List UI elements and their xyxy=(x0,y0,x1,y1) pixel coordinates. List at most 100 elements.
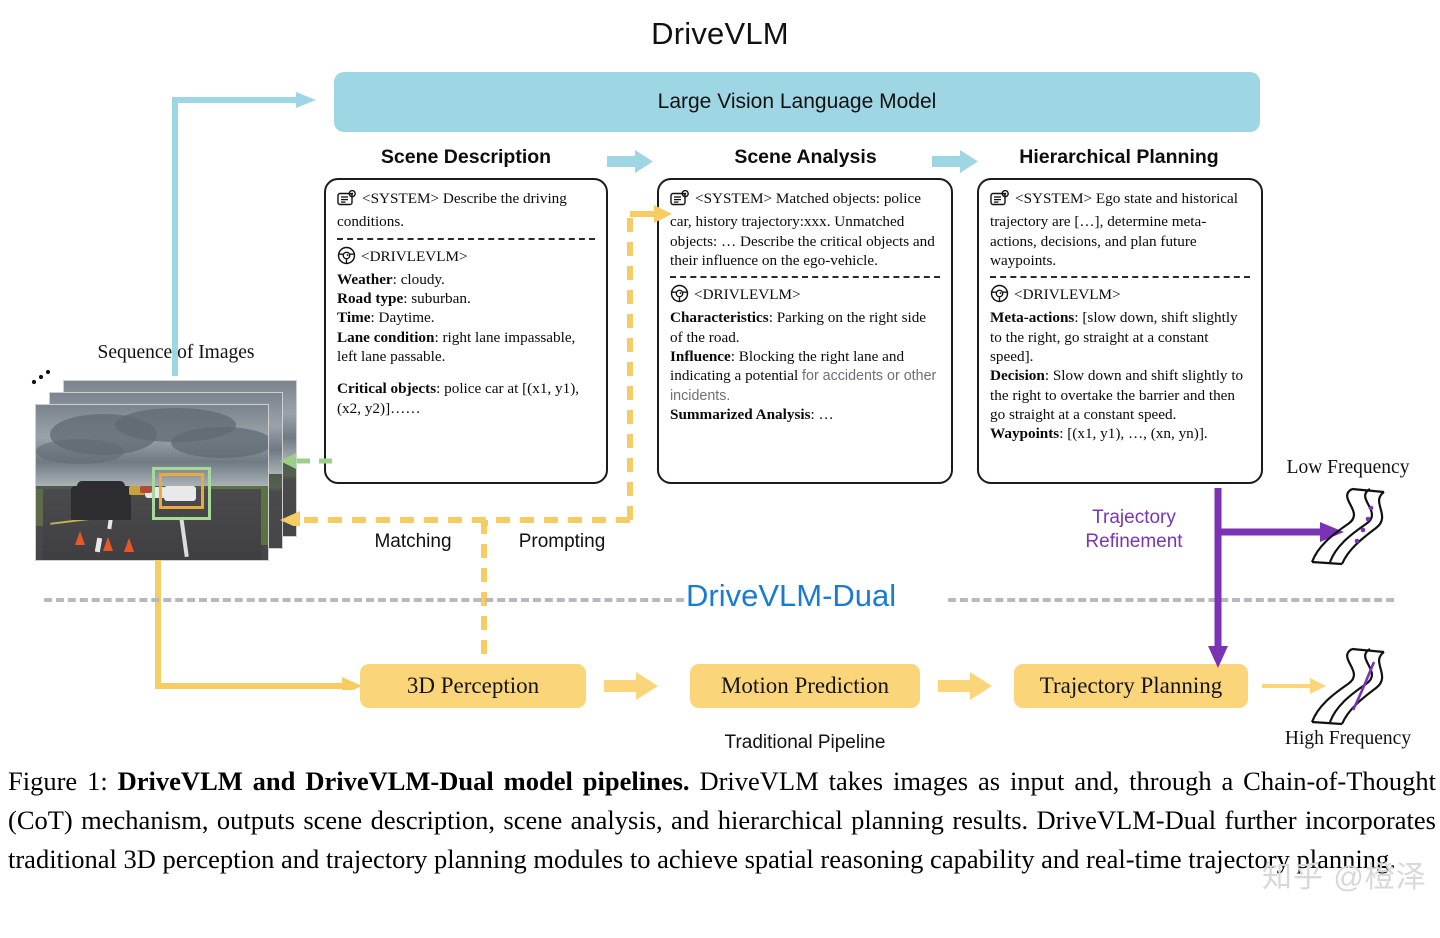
large-vision-language-model-box: Large Vision Language Model xyxy=(334,72,1260,132)
field-summarized-analysis: Summarized Analysis: … xyxy=(670,405,940,424)
caption-bold-title: DriveVLM and DriveVLM-Dual model pipelin… xyxy=(117,766,690,796)
trajectory-refinement-line1: Trajectory xyxy=(1092,507,1176,528)
field-road-type: Road type: suburban. xyxy=(337,289,595,308)
pipeline-box-trajectory-planning: Trajectory Planning xyxy=(1014,664,1248,708)
separator-right xyxy=(948,598,1394,602)
agent-line-3: <DRIVLEVLM> xyxy=(990,284,1250,308)
field-meta-actions-value: : [slow down, shift slightly to the righ… xyxy=(990,309,1238,366)
card-scene-analysis: <SYSTEM> Matched objects: police car, hi… xyxy=(657,178,953,484)
image-to-perception-arrow xyxy=(155,560,362,690)
steering-wheel-icon xyxy=(337,246,356,270)
column-heading-scene-analysis: Scene Analysis xyxy=(734,146,877,168)
system-document-icon xyxy=(337,189,357,212)
agent-tag-3: <DRIVLEVLM> xyxy=(1014,286,1121,304)
bounding-box-green xyxy=(152,467,212,520)
prompting-dashed-arrows xyxy=(280,205,672,526)
field-road-type-value: : suburban. xyxy=(403,290,471,308)
pipeline-box-motion-prediction: Motion Prediction xyxy=(690,664,920,708)
agent-line-1: <DRIVLEVLM> xyxy=(337,246,595,270)
caption-body: DriveVLM takes images as input and, thro… xyxy=(8,766,1437,874)
agent-tag-2: <DRIVLEVLM> xyxy=(694,286,801,304)
field-weather: Weather: cloudy. xyxy=(337,270,595,289)
separator-left xyxy=(44,598,684,602)
blue-input-arrow xyxy=(172,92,316,376)
field-summarized-analysis-key: Summarized Analysis xyxy=(670,405,811,423)
field-lane-condition-value: : right lane impassable, left lane passa… xyxy=(337,328,576,366)
pipeline-arrow-1 xyxy=(604,672,658,700)
system-tag-1: <SYSTEM> xyxy=(362,190,440,207)
column-heading-hierarchical-planning: Hierarchical Planning xyxy=(1019,146,1219,168)
traffic-cone-1 xyxy=(75,530,86,545)
card-divider-2 xyxy=(670,276,940,279)
ellipsis-dots-icon xyxy=(31,369,51,385)
card-scene-description: <SYSTEM> Describe the driving conditions… xyxy=(324,178,608,484)
system-document-icon xyxy=(990,189,1010,212)
field-lane-condition: Lane condition: right lane impassable, l… xyxy=(337,328,595,367)
field-summarized-analysis-value: : … xyxy=(810,405,834,423)
caption-figure-number: Figure 1: xyxy=(8,766,108,796)
system-document-icon xyxy=(670,189,690,212)
system-tag-3: <SYSTEM> xyxy=(1015,190,1093,207)
distant-vehicle-1 xyxy=(145,487,166,498)
field-influence-value-gray: for accidents or other incidents. xyxy=(670,368,937,404)
system-prompt-2: <SYSTEM> Matched objects: police car, hi… xyxy=(670,189,940,270)
prompting-branch-down xyxy=(481,520,487,670)
field-time-value: : Daytime. xyxy=(370,309,435,327)
system-text-3: Ego state and historical trajectory are … xyxy=(990,190,1238,269)
pipeline-label-trajectory-planning: Trajectory Planning xyxy=(1039,673,1223,698)
field-decision: Decision: Slow down and shift slightly t… xyxy=(990,366,1250,424)
trajectory-refinement-label: Trajectory Refinement xyxy=(1070,506,1198,554)
high-frequency-road-icon xyxy=(1310,647,1385,726)
field-weather-key: Weather xyxy=(337,270,393,288)
field-time-key: Time xyxy=(337,309,371,327)
field-decision-key: Decision xyxy=(990,367,1045,385)
field-meta-actions-key: Meta-actions xyxy=(990,309,1075,327)
field-critical-objects-key: Critical objects xyxy=(337,380,437,398)
agent-line-2: <DRIVLEVLM> xyxy=(670,284,940,308)
field-decision-value: : Slow down and shift slightly to the ri… xyxy=(990,367,1244,423)
system-text-2: Matched objects: police car, history tra… xyxy=(670,190,935,269)
police-car xyxy=(163,485,197,502)
system-prompt-3: <SYSTEM> Ego state and historical trajec… xyxy=(990,189,1250,270)
page-title: DriveVLM xyxy=(651,16,789,51)
field-meta-actions: Meta-actions: [slow down, shift slightly… xyxy=(990,308,1250,366)
arrow-right-icon-1 xyxy=(607,150,653,178)
field-waypoints: Waypoints: [(x1, y1), …, (xn, yn)]. xyxy=(990,424,1250,443)
prompting-label: Prompting xyxy=(518,531,606,552)
system-prompt-1: <SYSTEM> Describe the driving conditions… xyxy=(337,189,595,232)
trajectory-refinement-line2: Refinement xyxy=(1085,530,1183,552)
card-hierarchical-planning: <SYSTEM> Ego state and historical trajec… xyxy=(977,178,1263,484)
field-characteristics: Characteristics: Parking on the right si… xyxy=(670,308,940,347)
steering-wheel-icon xyxy=(990,284,1009,308)
lvlm-label: Large Vision Language Model xyxy=(657,90,937,113)
system-tag-2: <SYSTEM> xyxy=(695,190,773,207)
system-text-1: Describe the driving conditions. xyxy=(337,190,567,231)
trajectory-refinement-arrows xyxy=(1208,488,1344,668)
matching-label: Matching xyxy=(374,531,452,552)
card-divider-1 xyxy=(337,237,595,240)
field-waypoints-value: : [(x1, y1), …, (xn, yn)]. xyxy=(1059,425,1208,443)
traffic-cone-3 xyxy=(124,538,135,553)
field-road-type-key: Road type xyxy=(337,290,404,308)
drivevlm-dual-label: DriveVLM-Dual xyxy=(686,578,897,613)
field-critical-objects: Critical objects: police car at [(x1, y1… xyxy=(337,379,595,418)
field-influence-key: Influence xyxy=(670,348,731,366)
field-characteristics-value: : Parking on the right side of the road. xyxy=(670,309,927,346)
pipeline-label-motion-prediction: Motion Prediction xyxy=(720,673,890,698)
field-critical-objects-value: : police car at [(x1, y1), (x2, y2)]…… xyxy=(337,380,580,417)
steering-wheel-icon xyxy=(670,284,689,308)
pipeline-box-3d-perception: 3D Perception xyxy=(360,664,586,708)
pipeline-label-3d-perception: 3D Perception xyxy=(406,673,540,698)
bounding-box-yellow xyxy=(158,473,205,509)
figure-caption: Figure 1: DriveVLM and DriveVLM-Dual mod… xyxy=(8,762,1436,879)
card-divider-3 xyxy=(990,276,1250,279)
pipeline-arrow-2 xyxy=(938,672,992,700)
high-frequency-label: High Frequency xyxy=(1284,728,1412,749)
field-influence-value-dark: : Blocking the right lane and indicating… xyxy=(670,348,905,385)
field-weather-value: : cloudy. xyxy=(392,270,445,288)
field-time: Time: Daytime. xyxy=(337,308,595,327)
traffic-cone-2 xyxy=(103,536,114,551)
field-waypoints-key: Waypoints xyxy=(990,425,1060,443)
pipeline-arrow-output xyxy=(1262,678,1326,694)
